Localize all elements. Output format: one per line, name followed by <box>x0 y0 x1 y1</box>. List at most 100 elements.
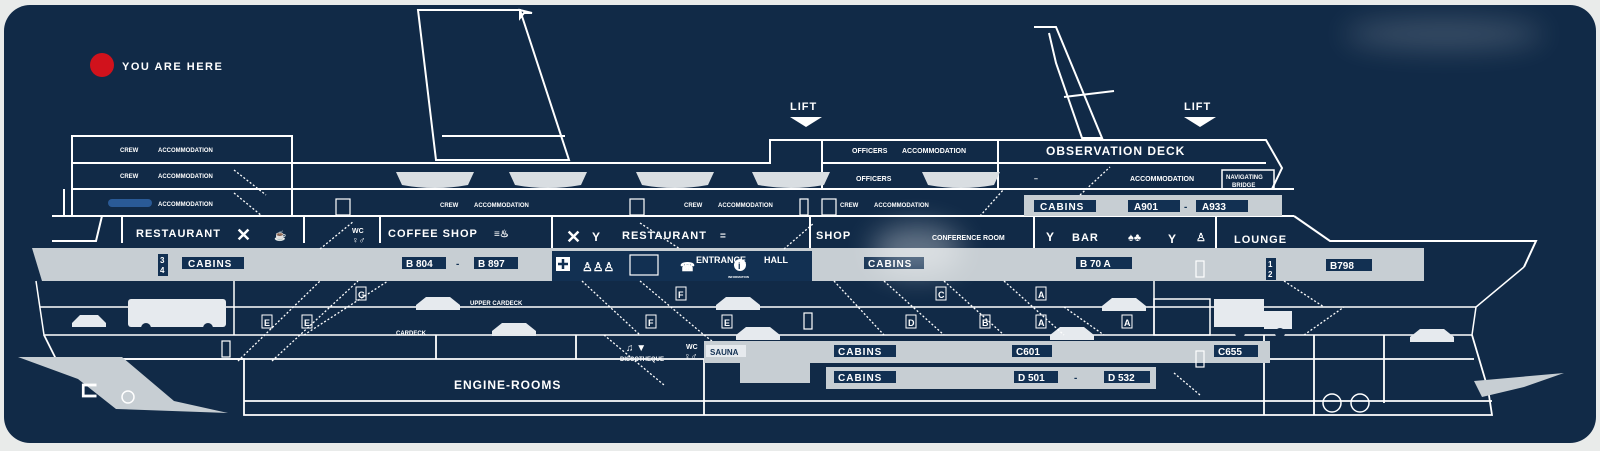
deck-number-1: 1 <box>1268 260 1273 269</box>
svg-text:ACCOMMODATION: ACCOMMODATION <box>474 203 529 209</box>
information-caption: INFORMATION <box>728 275 749 279</box>
conference-room-label: CONFERENCE ROOM <box>932 235 1005 242</box>
car-icon <box>492 323 536 336</box>
car-icon <box>72 315 106 327</box>
crew-accommodation: CREW ACCOMMODATION CREW ACCOMMODATION AC… <box>108 148 929 209</box>
music-note-icon: ♫ ▼ <box>626 343 646 354</box>
navigating-bridge-label-2: BRIDGE <box>1232 183 1255 189</box>
cutlery-icon: ✕ <box>236 225 251 245</box>
pool-icon <box>740 363 810 383</box>
wc-people-icon: ♀♂ <box>684 351 698 361</box>
officers-accommodation: OFFICERS ACCOMMODATION OFFICERS ACCOMMOD… <box>852 148 1194 183</box>
bus-icon <box>128 299 226 327</box>
cabins-c-from: C601 <box>1016 347 1040 358</box>
shop-label: SHOP <box>816 230 851 242</box>
bar-label: BAR <box>1072 232 1099 244</box>
cabins-b-label-aft: CABINS <box>188 259 232 270</box>
car-icon <box>416 297 460 310</box>
ship-deck-plan-board: YOU ARE HERE LIFT LIFT CREW ACCOMMODATIO… <box>4 5 1596 443</box>
cabins-b-from: B 804 <box>406 259 433 270</box>
svg-text:A: A <box>1038 318 1045 328</box>
cardeck-label: CARDECK <box>396 331 427 337</box>
svg-text:OFFICERS: OFFICERS <box>852 148 888 155</box>
svg-text:A: A <box>1124 318 1131 328</box>
coffee-shop-label: COFFEE SHOP <box>388 228 478 240</box>
svg-text:=: = <box>720 231 726 242</box>
cabins-a-from: A901 <box>1134 202 1158 213</box>
discotheque-label: DISCOTHEQUE <box>620 357 664 363</box>
you-are-here-marker <box>90 53 114 77</box>
svg-text:A: A <box>1038 290 1045 300</box>
svg-text:ACCOMMODATION: ACCOMMODATION <box>718 203 773 209</box>
stern-fin <box>18 357 228 413</box>
photo-glare <box>872 225 962 275</box>
stair-letter-tags: G E E F F E D C B A A A <box>261 286 1133 329</box>
svg-text:F: F <box>678 290 684 300</box>
cabins-c-band <box>704 341 1270 363</box>
lift-arrow-aft <box>790 117 822 127</box>
engine-rooms-label: ENGINE-ROOMS <box>454 378 561 392</box>
cabins-a-dash: - <box>1184 202 1187 213</box>
cabins-b70-label: B 70 A <box>1080 259 1111 270</box>
wine-glass-icon: Y <box>1168 232 1176 246</box>
car-icon <box>716 297 760 310</box>
lounge-seating-icon: ♠♣ <box>1128 232 1141 244</box>
entrance-label: ENTRANCE <box>696 255 746 265</box>
you-are-here-label: YOU ARE HERE <box>122 61 223 73</box>
cabins-c-label: CABINS <box>838 347 882 358</box>
upper-cardeck-label: UPPER CARDECK <box>470 301 523 307</box>
vehicles <box>72 297 1454 342</box>
svg-text:E: E <box>304 318 310 328</box>
entrance-hall-area <box>552 251 812 281</box>
svg-text:F: F <box>648 318 654 328</box>
photo-glare <box>1344 19 1544 49</box>
lift-arrow-fwd <box>1184 117 1216 127</box>
cabins-b798-label: B798 <box>1330 261 1354 272</box>
svg-text:ACCOMMODATION: ACCOMMODATION <box>902 148 966 155</box>
svg-text:C: C <box>938 290 945 300</box>
lounge-label: LOUNGE <box>1234 234 1287 246</box>
deck-number-4: 4 <box>160 266 165 275</box>
truck-icon <box>1214 299 1264 327</box>
cabins-c-to: C655 <box>1218 347 1242 358</box>
svg-text:CREW: CREW <box>840 203 859 209</box>
svg-text:D: D <box>908 318 915 328</box>
person-icon: ♙ <box>1196 232 1206 244</box>
public-deck-labels: RESTAURANT ✕ ☕ WC ♀♂ COFFEE SHOP ≡♨ ✕ Y … <box>136 225 1287 247</box>
cabins-a-tag <box>1034 200 1096 212</box>
cabins-d-band <box>826 367 1156 389</box>
telephone-icon: ☎ <box>680 260 695 274</box>
mast-yard <box>1063 90 1115 98</box>
cabins-b-to: B 897 <box>478 259 505 270</box>
observation-deck-label: OBSERVATION DECK <box>1046 144 1185 158</box>
coffee-cup-icon: ☕ <box>274 229 286 242</box>
svg-text:ACCOMMODATION: ACCOMMODATION <box>158 202 213 208</box>
information-icon <box>734 259 746 271</box>
doors <box>221 198 1205 368</box>
cafe-icon: ≡♨ <box>494 229 509 240</box>
car-icon <box>1050 327 1094 340</box>
ship-cross-section-diagram: YOU ARE HERE LIFT LIFT CREW ACCOMMODATIO… <box>18 8 1564 416</box>
restaurant-mid-label: RESTAURANT <box>622 230 707 242</box>
svg-text:CREW: CREW <box>684 203 703 209</box>
svg-text:CREW: CREW <box>120 148 139 154</box>
funnel <box>416 8 571 161</box>
svg-text:ACCOMMODATION: ACCOMMODATION <box>158 174 213 180</box>
cutlery-icon: ✕ <box>566 227 581 247</box>
svg-text:OFFICERS: OFFICERS <box>856 176 892 183</box>
svg-text:i: i <box>738 261 741 271</box>
luggage-icon <box>629 254 659 276</box>
cabins-d-label: CABINS <box>838 373 882 384</box>
svg-text:-: - <box>1074 373 1077 384</box>
svg-text:CREW: CREW <box>440 203 459 209</box>
hall-label: HALL <box>764 255 788 265</box>
svg-text:–: – <box>1034 176 1038 183</box>
restaurant-aft-label: RESTAURANT <box>136 228 221 240</box>
lifeboats <box>396 172 1000 188</box>
cabins-a-label: CABINS <box>1040 202 1084 213</box>
propeller-rudder-icon: ⊏ <box>80 377 98 402</box>
svg-text:ACCOMMODATION: ACCOMMODATION <box>1130 176 1194 183</box>
svg-text:ACCOMMODATION: ACCOMMODATION <box>874 203 929 209</box>
car-icon <box>1102 298 1146 311</box>
deck-number-3: 3 <box>160 256 165 265</box>
